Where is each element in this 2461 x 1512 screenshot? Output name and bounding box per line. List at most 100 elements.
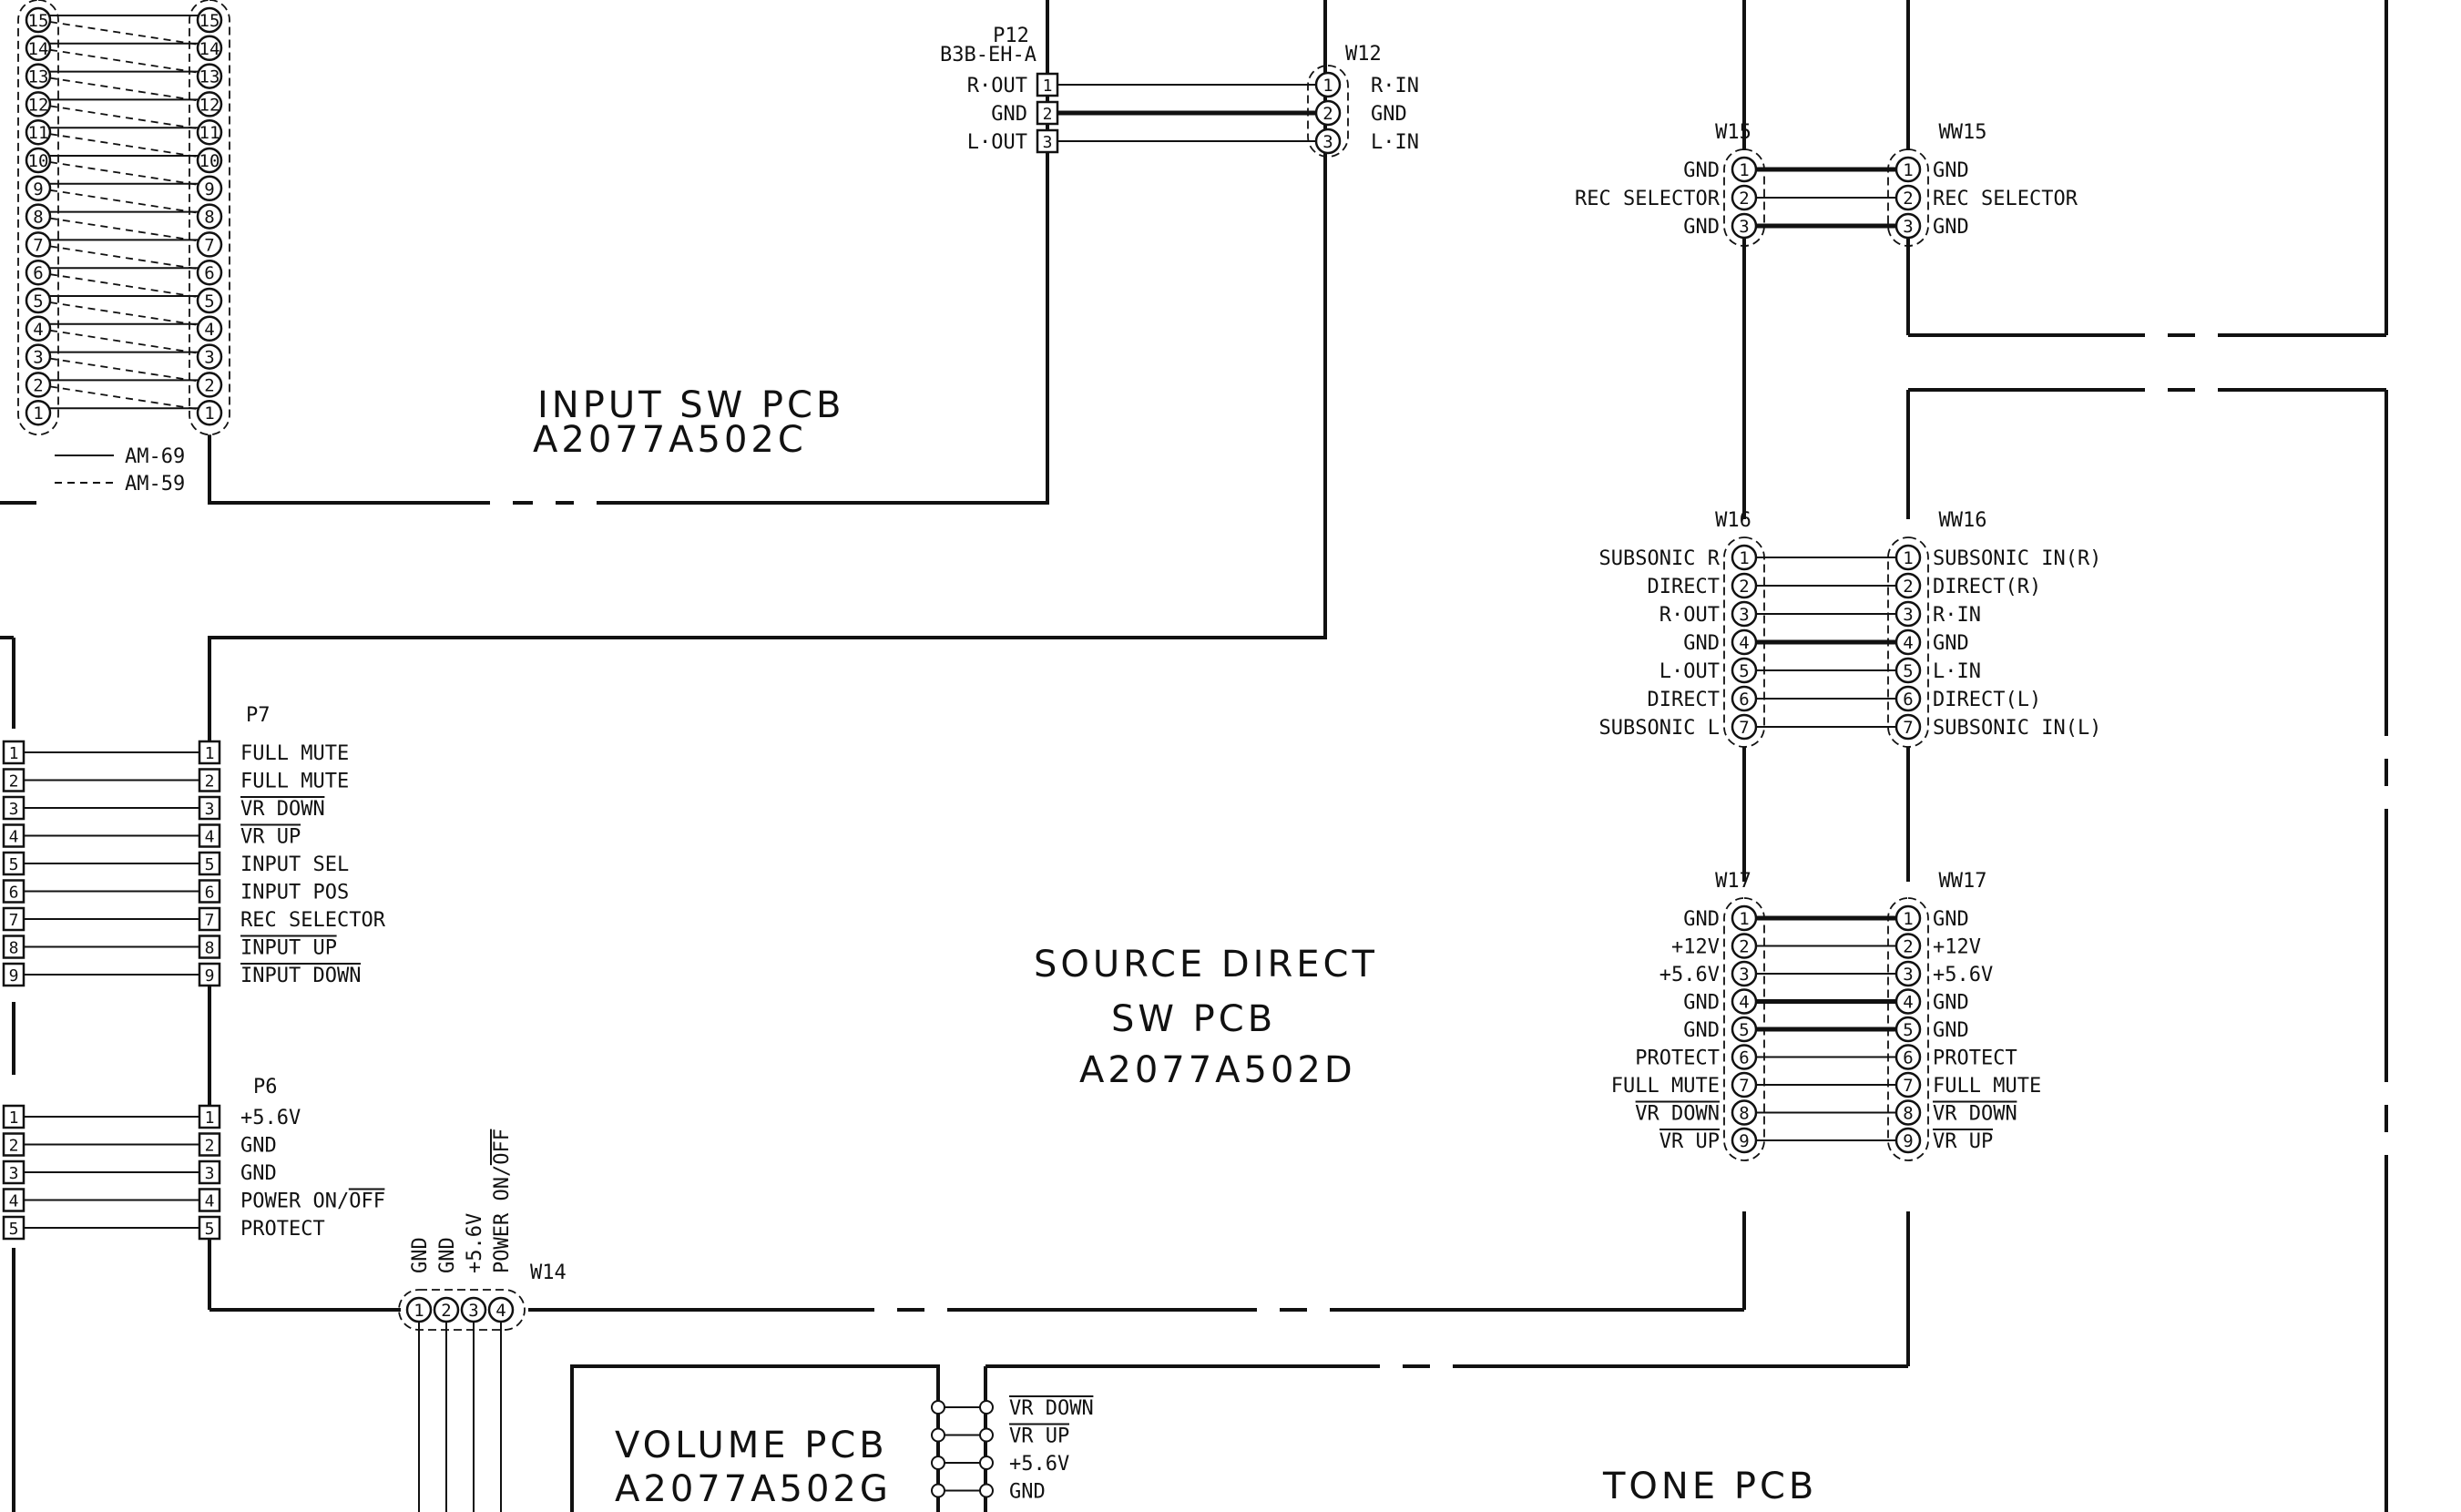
w16-right-pin-num: 7: [1903, 718, 1913, 738]
w17-right-pin-num: 1: [1903, 909, 1913, 929]
p6-right-pin-box: [198, 1160, 221, 1185]
legend-am69: AM-69: [125, 445, 185, 468]
w12-pin-num: 2: [1322, 104, 1333, 124]
w16-right-pin-circle: [1894, 628, 1922, 656]
w15-right-pin-circle: [1894, 212, 1922, 240]
ribbon-wire-dashed: [49, 385, 199, 411]
ribbon-left-pin-circle: [25, 399, 52, 426]
ribbon-left-pin-num: 4: [33, 320, 43, 340]
p12-pin-label: GND: [991, 103, 1027, 126]
p12-pin-box: [1036, 100, 1059, 126]
w17-left-pin-circle: [1731, 960, 1758, 987]
ribbon-left-pin-circle: [25, 231, 52, 258]
w16-right-label: DIRECT(L): [1933, 689, 2041, 711]
ribbon-wire-dashed: [49, 21, 199, 46]
w17-right-pin-circle: [1894, 1099, 1922, 1126]
w17-right-label: VR UP: [1933, 1130, 1993, 1153]
w16-right-pin-circle: [1894, 685, 1922, 712]
w17-right-pin-circle: [1894, 1016, 1922, 1043]
p6-left-pin-num: 5: [9, 1220, 19, 1239]
ribbon-right-pin-circle: [196, 372, 223, 398]
w15-left-label: GND: [1683, 216, 1720, 239]
ribbon-right-pin-num: 1: [204, 404, 214, 424]
w15-right-pin-circle: [1894, 184, 1922, 211]
w15-right-pin-circle: [1894, 156, 1922, 183]
w14-pin-num: 3: [468, 1301, 478, 1321]
volume-terminal-right: [979, 1427, 994, 1443]
w16-right-label: GND: [1933, 632, 1969, 655]
ribbon-left-pin-num: 15: [28, 11, 49, 31]
ribbon-right-pin-num: 10: [199, 151, 220, 171]
ribbon-right-pin-num: 13: [199, 67, 220, 87]
p7-right-pin-box: [198, 935, 221, 959]
ribbon-left-pin-num: 13: [28, 67, 49, 87]
p12-type: B3B-EH-A: [940, 44, 1036, 66]
volume-pcb-name: VOLUME PCB: [615, 1425, 888, 1466]
w17-right-pin-num: 3: [1903, 965, 1913, 985]
ribbon-left-pin-num: 11: [28, 123, 49, 143]
w17-left-pin-circle: [1731, 1044, 1758, 1070]
w17-left-pin-num: 6: [1739, 1048, 1749, 1068]
w17-right-label: GND: [1933, 1019, 1969, 1042]
source-direct-pcb-outline: [208, 0, 1746, 1312]
w15-left-label: GND: [1683, 159, 1720, 182]
w15-left-pin-num: 1: [1739, 160, 1749, 180]
input-sw-pcb-outline: [0, 0, 1049, 505]
p12-pin-box: [1036, 72, 1059, 97]
p7-left-pin-num: 4: [9, 828, 19, 847]
w17-right-pin-circle: [1894, 1044, 1922, 1070]
p7-pin-label: VR DOWN: [240, 798, 325, 821]
ribbon-left-pin-circle: [25, 372, 52, 398]
p6-right-pin-box: [198, 1132, 221, 1157]
w17-left-pin-num: 7: [1739, 1076, 1749, 1096]
ribbon-left-pin-circle: [25, 287, 52, 314]
ribbon-left-pin-num: 1: [33, 404, 43, 424]
ribbon-left-pin-num: 7: [33, 235, 43, 255]
w17-right-label: PROTECT: [1933, 1047, 2017, 1070]
w15-right-pin-num: 1: [1903, 160, 1913, 180]
w16-right-label: DIRECT(R): [1933, 576, 2041, 598]
legend-am59: AM-59: [125, 473, 185, 495]
w15-left-pin-num: 3: [1739, 217, 1749, 237]
ribbon-left-pin-num: 3: [33, 348, 43, 368]
ribbon-wire-dashed: [49, 161, 199, 186]
ribbon-left-pin-circle: [25, 6, 52, 34]
w12-pin-circle: [1314, 99, 1342, 127]
p7-left-pin-num: 5: [9, 855, 19, 874]
p6-pin-label: +5.6V: [240, 1107, 301, 1129]
p7-right-pin-box: [198, 906, 221, 932]
p7-left-pin-box: [2, 823, 26, 848]
w16-right-pin-circle: [1894, 600, 1922, 628]
input-sw-pcb-part: A2077A502C: [533, 419, 807, 461]
volume-terminal-label: VR DOWN: [1009, 1397, 1094, 1420]
p7-left-pin-num: 8: [9, 939, 19, 958]
w16-right-label: SUBSONIC IN(R): [1933, 547, 2101, 570]
p7-pin-label: INPUT UP: [240, 937, 337, 960]
p6-name: P6: [253, 1076, 278, 1098]
p6-left-pin-num: 4: [9, 1192, 19, 1211]
w16-left-pin-circle: [1731, 685, 1758, 712]
p6-left-pin-num: 1: [9, 1108, 19, 1128]
w14-pin-label: GND: [409, 1237, 432, 1273]
p7-pin-label: REC SELECTOR: [240, 909, 386, 932]
volume-terminal-left: [931, 1400, 945, 1415]
source-direct-pcb-name-line1: SOURCE DIRECT: [1034, 944, 1378, 986]
ribbon-right-pin-num: 11: [199, 123, 220, 143]
ribbon-right-pin-circle: [196, 147, 223, 174]
ribbon-right-pin-num: 3: [204, 348, 214, 368]
ribbon-right-pin-circle: [196, 287, 223, 314]
ribbon-right-pin-circle: [196, 231, 223, 258]
ribbon-left-pin-circle: [25, 35, 52, 62]
w17-left-label: +5.6V: [1659, 964, 1720, 986]
ribbon-left-pin-circle: [25, 203, 52, 230]
p12-pin-box: [1036, 128, 1059, 154]
w12-pin-circle: [1314, 128, 1342, 155]
w17-left-pin-circle: [1731, 988, 1758, 1015]
ribbon-right-pin-circle: [196, 6, 223, 34]
tone-pcb-name: TONE PCB: [1602, 1466, 1817, 1507]
p7-right-pin-num: 6: [205, 884, 215, 903]
volume-terminal-left: [931, 1427, 945, 1443]
w16-left-pin-circle: [1731, 572, 1758, 599]
